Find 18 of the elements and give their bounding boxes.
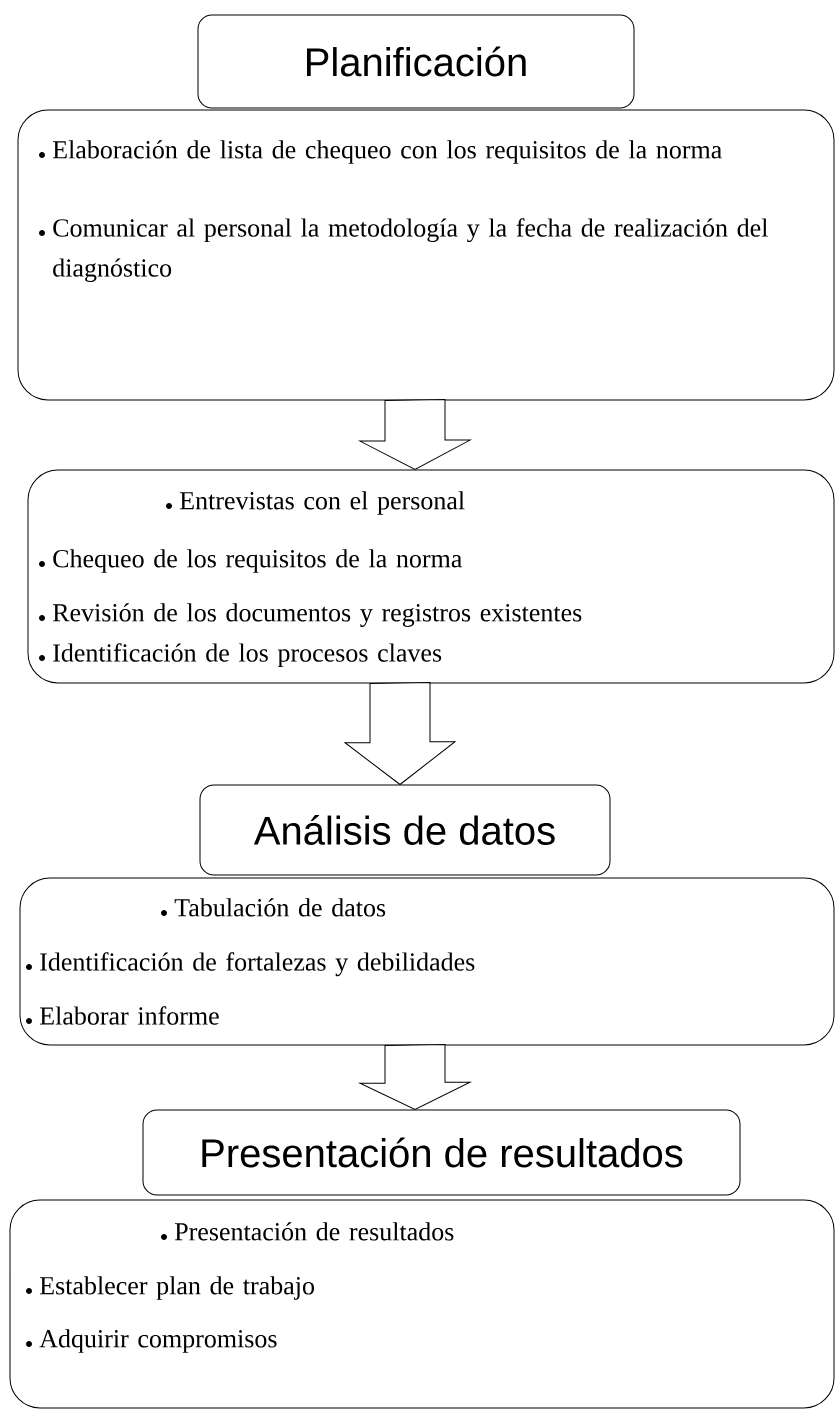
bullet-item: Identificación de los procesos claves bbox=[53, 643, 442, 668]
heading-box: Análisis de datos bbox=[199, 784, 611, 876]
bullet-item: Adquirir compromisos bbox=[39, 1329, 277, 1353]
block-arrow bbox=[359, 399, 471, 470]
bullet-item: Establecer plan de trabajo bbox=[39, 1276, 314, 1300]
bullet-item: Comunicar al personal la metodología y la fecha de realización del diagnóstico bbox=[53, 218, 768, 283]
heading-box: Presentación de resultados bbox=[142, 1109, 741, 1196]
bullet-item: Identificación de fortalezas y debilidades bbox=[40, 952, 475, 977]
bullet-item: Tabulación de datos bbox=[174, 898, 386, 917]
bullet-item: Elaborar informe bbox=[39, 1006, 219, 1025]
heading-box: Planificación bbox=[197, 14, 635, 109]
block-arrow bbox=[359, 1044, 471, 1110]
bullet-item: Presentación de resultados bbox=[174, 1222, 454, 1241]
block-arrow bbox=[344, 682, 456, 785]
bullet-item: Revisión de los documentos y registros existentes bbox=[52, 603, 582, 627]
bullet-item: Chequeo de los requisitos de la norma bbox=[53, 549, 462, 573]
bullet-item: Elaboración de lista de chequeo con los requisitos de la norma bbox=[52, 140, 722, 164]
bullet-item: Entrevistas con el personal bbox=[179, 491, 465, 515]
